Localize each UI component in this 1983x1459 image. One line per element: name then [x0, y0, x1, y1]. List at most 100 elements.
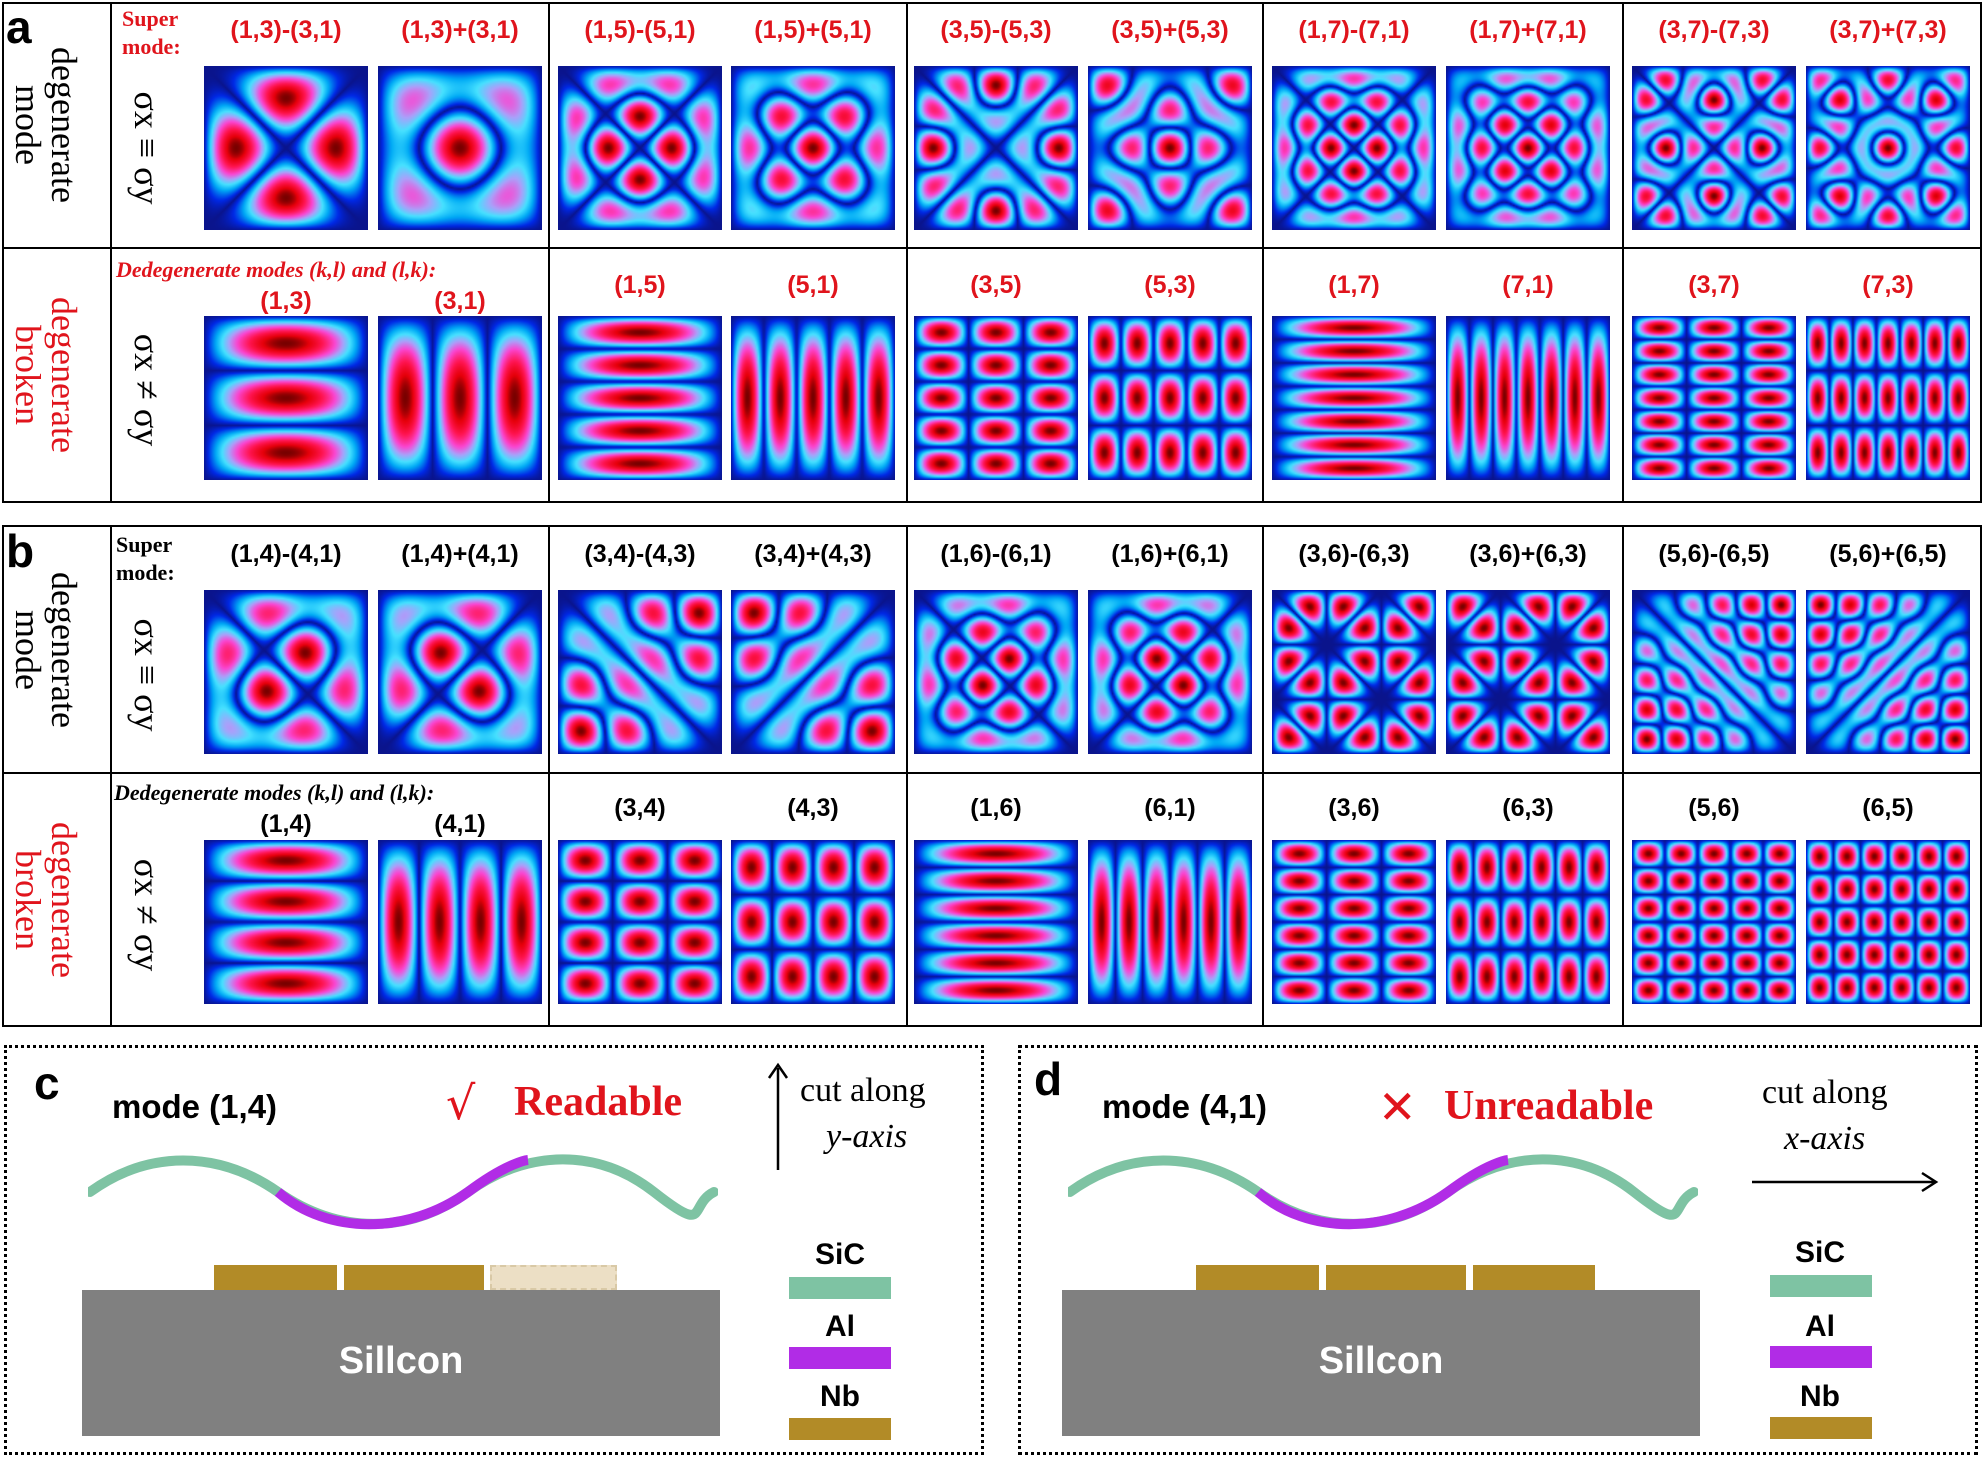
- panel-a-broken-pattern: [1806, 316, 1970, 480]
- panel-b-supermode-pattern: [1272, 590, 1436, 754]
- panel-a-broken-caption: (1,5): [614, 271, 666, 299]
- panel-a-label: a: [6, 1, 32, 53]
- panel-a-broken-caption: (5,1): [787, 271, 839, 299]
- panel-b-divider-2: [906, 525, 908, 1027]
- panel-a-broken-caption: (7,3): [1862, 271, 1914, 299]
- panel-b-broken-pattern: [378, 840, 542, 1004]
- panel-c-silicon: [82, 1290, 720, 1436]
- panel-b-supermode-pattern: [558, 590, 722, 754]
- panel-b-supermode-caption: (3,4)+(4,3): [754, 540, 872, 568]
- panel-a-supermode-pattern: [1446, 66, 1610, 230]
- panel-c-wave: [88, 1154, 718, 1230]
- panel-a-row1-label-2: mode: [8, 85, 48, 165]
- panel-c-nb-pad-faded: [490, 1265, 617, 1290]
- panel-c-legend-al-bar: [789, 1347, 891, 1369]
- panel-a-broken-pattern: [1632, 316, 1796, 480]
- panel-b-supermode-pattern: [1632, 590, 1796, 754]
- panel-a-divider-1: [548, 2, 550, 503]
- panel-d-nb-pad-3: [1473, 1265, 1595, 1290]
- panel-b-row2-label-1: degenerate: [44, 822, 84, 978]
- panel-b-supermode-caption: (1,6)+(6,1): [1111, 540, 1229, 568]
- panel-b-supermode-pattern: [731, 590, 895, 754]
- panel-b-label: b: [6, 525, 35, 577]
- panel-d-nb-pad-1: [1196, 1265, 1319, 1290]
- panel-a-dedeg: Dedegenerate modes (k,l) and (l,k):: [116, 257, 437, 282]
- panel-a-divider-3: [1262, 2, 1264, 503]
- panel-a-divider-label: [110, 2, 112, 503]
- panel-b-super-2: mode:: [116, 560, 175, 585]
- panel-b-super-1: Super: [116, 532, 173, 557]
- panel-d-cut-2: x-axis: [1784, 1120, 1866, 1157]
- panel-a-row2-label-2: broken: [8, 325, 48, 425]
- panel-d-cross-mark: ✕: [1378, 1080, 1417, 1134]
- panel-a-supermode-pattern: [1272, 66, 1436, 230]
- panel-b-row1-label-2: mode: [8, 610, 48, 690]
- panel-d-legend-al: Al: [1805, 1310, 1835, 1343]
- panel-b-supermode-pattern: [1088, 590, 1252, 754]
- panel-a-broken-pattern: [731, 316, 895, 480]
- panel-a-row2-label-1: degenerate: [44, 297, 84, 453]
- panel-b-broken-pattern: [1806, 840, 1970, 1004]
- panel-d-legend-sic-bar: [1770, 1275, 1872, 1297]
- panel-b-supermode-caption: (3,6)+(6,3): [1469, 540, 1587, 568]
- panel-d-cut-1: cut along: [1762, 1074, 1888, 1111]
- panel-a-supermode-caption: (1,3)+(3,1): [401, 16, 519, 44]
- panel-b-broken-pattern: [1446, 840, 1610, 1004]
- panel-c-legend-sic: SiC: [814, 1238, 865, 1271]
- panel-c-frame: [4, 1045, 984, 1455]
- panel-d-legend-al-bar: [1770, 1346, 1872, 1368]
- panel-d-nb-pad-2: [1326, 1265, 1466, 1290]
- panel-a-supermode-caption: (3,5)+(5,3): [1111, 16, 1229, 44]
- panel-d-legend-sic: SiC: [1794, 1236, 1845, 1269]
- panel-a-supermode-caption: (3,5)-(5,3): [940, 16, 1052, 44]
- panel-a-supermode-caption: (1,7)+(7,1): [1469, 16, 1587, 44]
- panel-b-supermode-pattern: [914, 590, 1078, 754]
- panel-a-supermode-pattern: [1806, 66, 1970, 230]
- panel-a-supermode-caption: (3,7)+(7,3): [1829, 16, 1947, 44]
- panel-b-divider-label: [110, 525, 112, 1027]
- panel-b-divider-3: [1262, 525, 1264, 1027]
- panel-b-supermode-caption: (1,4)-(4,1): [230, 540, 342, 568]
- panel-b-supermode-pattern: [1446, 590, 1610, 754]
- panel-b-broken-pattern: [914, 840, 1078, 1004]
- panel-b-broken-caption: (4,3): [787, 794, 839, 822]
- panel-b-broken-pattern: [731, 840, 895, 1004]
- panel-a-divider-4: [1622, 2, 1624, 503]
- panel-a-broken-caption: (3,1): [434, 287, 486, 315]
- panel-a-frame: [2, 2, 1982, 503]
- panel-a-supermode-pattern: [378, 66, 542, 230]
- panel-b-broken-pattern: [1088, 840, 1252, 1004]
- panel-a-row1-label-1: degenerate: [44, 47, 84, 203]
- panel-a-broken-pattern: [1446, 316, 1610, 480]
- panel-c-nb-pad-2: [344, 1265, 484, 1290]
- panel-d-legend-nb: Nb: [1800, 1380, 1840, 1413]
- panel-b-broken-caption: (1,4): [260, 810, 312, 838]
- panel-d-mode: mode (4,1): [1102, 1088, 1268, 1125]
- panel-a-supermode-pattern: [914, 66, 1078, 230]
- panel-b-broken-pattern: [1632, 840, 1796, 1004]
- panel-b-supermode-caption: (1,6)-(6,1): [940, 540, 1052, 568]
- arrow-right-icon: [1752, 1171, 1939, 1193]
- panel-b-supermode-pattern: [1806, 590, 1970, 754]
- panel-b-broken-caption: (6,3): [1502, 794, 1554, 822]
- panel-a-broken-caption: (7,1): [1502, 271, 1554, 299]
- panel-a-broken-caption: (1,7): [1328, 271, 1380, 299]
- panel-b-supermode-caption: (5,6)+(6,5): [1829, 540, 1947, 568]
- panel-a-broken-caption: (1,3): [260, 287, 312, 315]
- panel-b-supermode-pattern: [378, 590, 542, 754]
- panel-b-broken-pattern: [558, 840, 722, 1004]
- panel-b-broken-caption: (3,4): [614, 794, 666, 822]
- panel-b-row2-label-2: broken: [8, 850, 48, 950]
- panel-a-supermode-caption: (1,5)-(5,1): [584, 16, 696, 44]
- panel-b-row1-sigma: σx ≡ σy: [127, 618, 167, 732]
- panel-b-broken-caption: (4,1): [434, 810, 486, 838]
- panel-a-broken-caption: (3,5): [970, 271, 1022, 299]
- panel-d-status: Unreadable: [1444, 1083, 1654, 1129]
- panel-a-supermode-pattern: [1632, 66, 1796, 230]
- panel-a-row1-sigma: σx ≡ σy: [127, 91, 167, 205]
- panel-d-label: d: [1034, 1053, 1063, 1105]
- panel-b-broken-pattern: [1272, 840, 1436, 1004]
- panel-d-silicon-label: Sillcon: [1318, 1340, 1444, 1382]
- panel-b-supermode-caption: (5,6)-(6,5): [1658, 540, 1770, 568]
- panel-b-broken-caption: (3,6): [1328, 794, 1380, 822]
